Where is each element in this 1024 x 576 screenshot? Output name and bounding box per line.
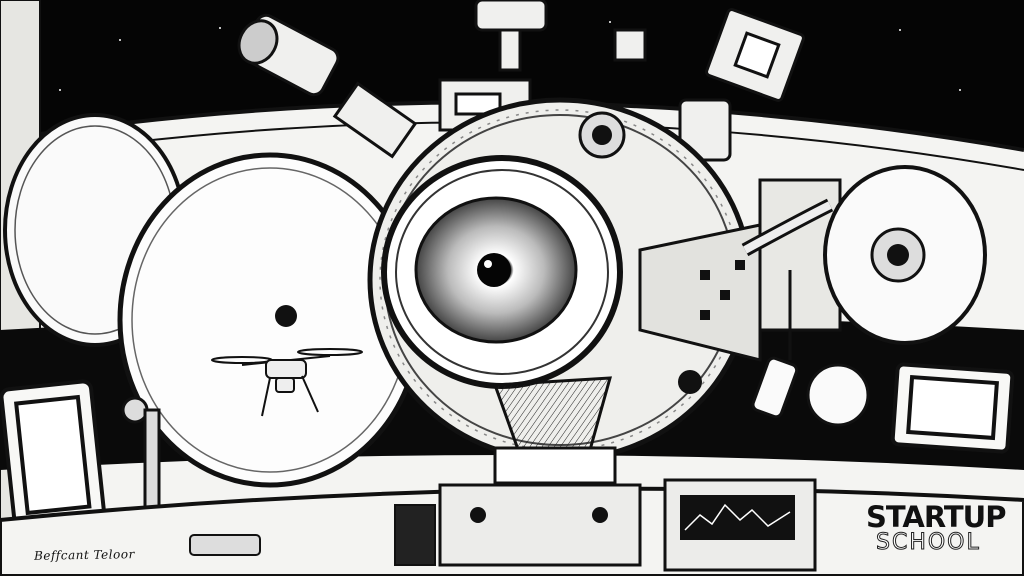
- artist-signature: Beffcant Teloor: [33, 547, 135, 563]
- camera-arm-right: [613, 8, 805, 162]
- logo-text-school: SCHOOL: [876, 530, 981, 555]
- camera-arm-left: [237, 13, 418, 159]
- right-monitor: [890, 362, 1015, 454]
- drone: [211, 348, 363, 417]
- lamp-post: [121, 396, 161, 512]
- logo-text-startup: STARTUP: [866, 500, 1006, 534]
- left-dish-front: [117, 152, 423, 488]
- control-desk: [0, 446, 1024, 576]
- giant-eye: [381, 155, 623, 389]
- right-speaker-dish: [758, 165, 987, 345]
- hanging-lens: [751, 270, 870, 427]
- startup-school-logo: STARTUP SCHOOL: [866, 502, 1006, 554]
